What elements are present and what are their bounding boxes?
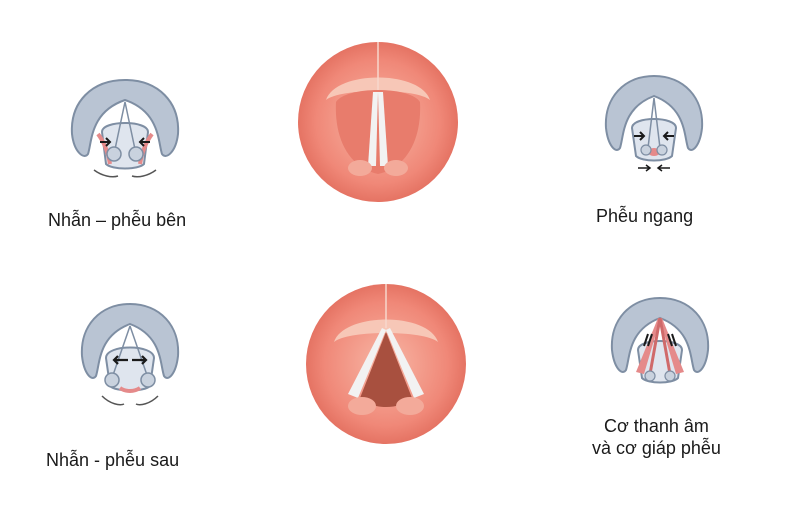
photo-open-glottis [304,282,468,446]
label-lateral-cricoarytenoid: Nhẫn – phễu bên [48,210,187,230]
label-vocalis-line2: và cơ giáp phễu [592,438,721,458]
larynx-cartilage-icon [604,74,704,172]
diagram-lateral-cricoarytenoid [62,72,188,182]
larynx-cartilage-icon [610,296,710,384]
vocal-cords-open-photo [306,284,466,444]
larynx-cartilage-icon [80,302,180,406]
photo-closed-glottis [296,40,460,204]
diagram-transverse-arytenoid [596,70,712,176]
label-transverse-arytenoid: Phễu ngang [596,206,694,226]
diagram-posterior-cricoarytenoid [72,298,188,410]
label-posterior-cricoarytenoid: Nhẫn - phễu sau [46,450,180,470]
label-vocalis-line1: Cơ thanh âm [604,416,709,436]
vocal-cords-closed-photo [298,42,458,202]
diagram-vocalis-thyroarytenoid [602,294,718,394]
larynx-cartilage-icon [70,78,180,178]
